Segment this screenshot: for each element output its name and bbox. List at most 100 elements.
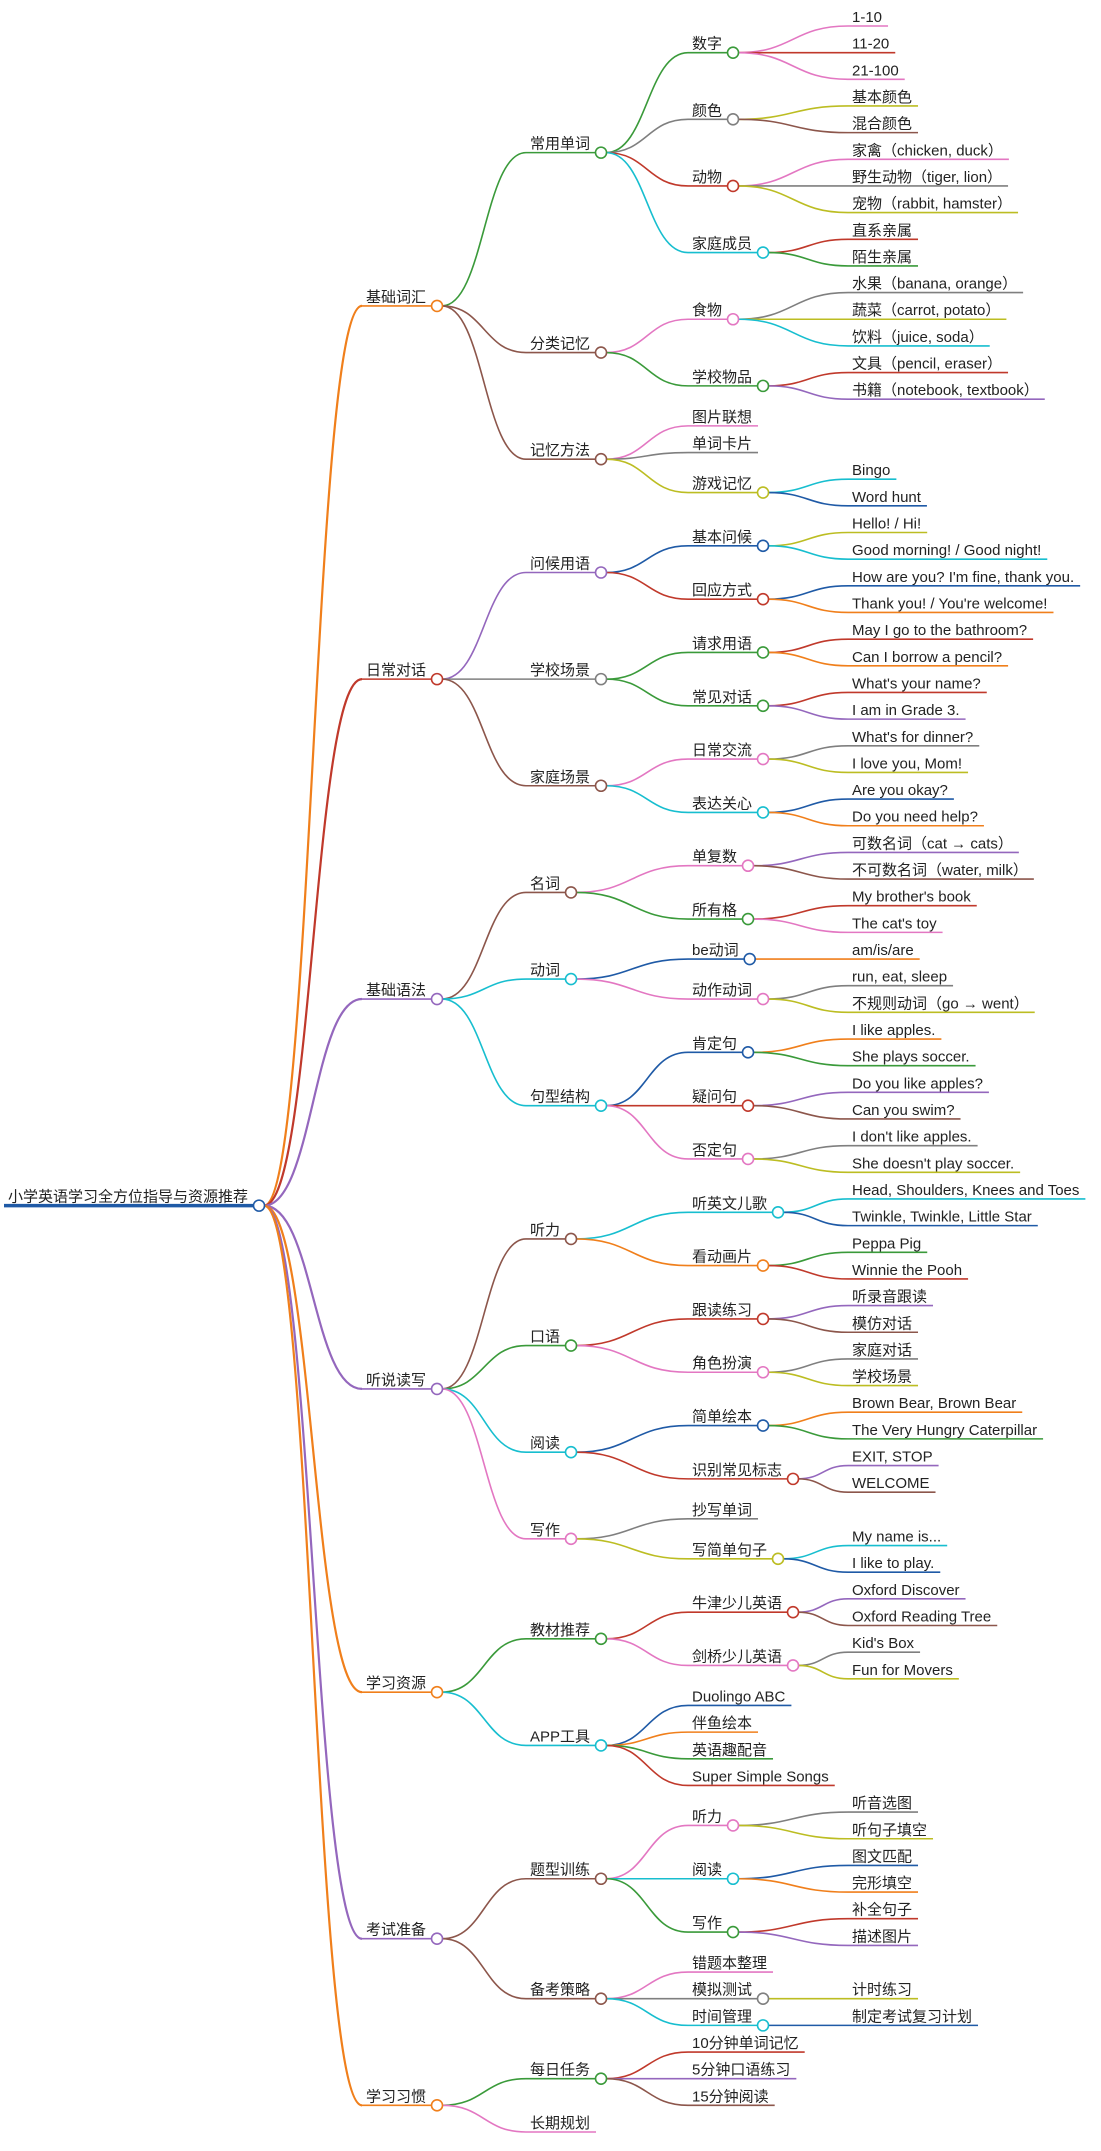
node-label: Twinkle, Twinkle, Little Star (852, 1209, 1032, 1226)
branch-connector (605, 51, 689, 154)
expand-toggle-icon[interactable] (756, 806, 770, 819)
branch-connector (768, 651, 849, 667)
expand-toggle-icon[interactable] (594, 146, 608, 159)
node-label: 疑问句 (692, 1089, 737, 1106)
node-label: She doesn't play soccer. (852, 1155, 1014, 1172)
expand-toggle-icon[interactable] (726, 179, 740, 193)
expand-toggle-icon[interactable] (756, 592, 770, 606)
expand-toggle-icon[interactable] (756, 1992, 770, 2006)
expand-toggle-icon[interactable] (594, 672, 608, 686)
expand-toggle-icon[interactable] (430, 672, 444, 686)
expand-toggle-icon[interactable] (756, 1365, 770, 1379)
node-label: 描述图片 (852, 1928, 912, 1945)
expand-toggle-icon[interactable] (756, 699, 770, 713)
expand-toggle-icon[interactable] (756, 1312, 770, 1326)
expand-toggle-icon[interactable] (564, 886, 578, 899)
expand-toggle-icon[interactable] (741, 1046, 755, 1059)
expand-toggle-icon[interactable] (756, 2019, 770, 2032)
branch-connector (441, 891, 527, 1000)
branch-connector (768, 1424, 849, 1440)
expand-toggle-icon[interactable] (756, 1419, 770, 1432)
mindmap-links (263, 25, 849, 2133)
expand-toggle-icon[interactable] (430, 992, 444, 1006)
node-label: 5分钟口语练习 (692, 2062, 790, 2079)
mindmap-node: 常用单词 (526, 136, 608, 159)
branch-connector (783, 1544, 849, 1560)
branch-connector (606, 458, 689, 494)
expand-toggle-icon[interactable] (726, 1872, 740, 1886)
expand-toggle-icon[interactable] (594, 1872, 608, 1886)
expand-toggle-icon[interactable] (771, 1205, 785, 1219)
expand-toggle-icon[interactable] (594, 1099, 608, 1112)
expand-toggle-icon[interactable] (771, 1552, 785, 1566)
expand-toggle-icon[interactable] (594, 2072, 608, 2085)
expand-toggle-icon[interactable] (564, 972, 578, 986)
expand-toggle-icon[interactable] (594, 779, 608, 793)
branch-connector (442, 1877, 527, 1940)
node-label: 动词 (530, 962, 560, 979)
expand-toggle-icon[interactable] (741, 1152, 755, 1166)
branch-connector (606, 1997, 689, 2027)
expand-toggle-icon[interactable] (741, 1099, 755, 1112)
expand-toggle-icon[interactable] (786, 1659, 800, 1672)
expand-toggle-icon[interactable] (726, 113, 740, 126)
expand-toggle-icon[interactable] (756, 752, 770, 766)
expand-toggle-icon[interactable] (756, 646, 770, 659)
expand-toggle-icon[interactable] (756, 486, 770, 499)
expand-toggle-icon[interactable] (564, 1232, 578, 1246)
mindmap-node: Word hunt (848, 489, 927, 507)
expand-toggle-icon[interactable] (430, 2099, 444, 2112)
expand-toggle-icon[interactable] (252, 1199, 266, 1212)
expand-toggle-icon[interactable] (594, 346, 608, 359)
node-label: 21-100 (852, 62, 899, 79)
mindmap-node: How are you? I'm fine, thank you. (848, 569, 1081, 587)
expand-toggle-icon[interactable] (564, 1532, 578, 1546)
expand-toggle-icon[interactable] (756, 1259, 770, 1272)
node-label: 动作动词 (692, 982, 752, 999)
mindmap-node: 识别常见标志 (688, 1462, 800, 1486)
expand-toggle-icon[interactable] (726, 46, 740, 59)
branch-connector (798, 1664, 849, 1680)
expand-toggle-icon[interactable] (741, 859, 755, 873)
mindmap-node: Can I borrow a pencil? (848, 649, 1009, 667)
expand-toggle-icon[interactable] (786, 1472, 800, 1486)
expand-toggle-icon[interactable] (786, 1605, 800, 1619)
expand-toggle-icon[interactable] (726, 1819, 740, 1832)
expand-toggle-icon[interactable] (743, 952, 756, 966)
branch-connector (263, 1204, 363, 1390)
expand-toggle-icon[interactable] (756, 539, 770, 553)
node-label: 识别常见标志 (692, 1462, 782, 1479)
branch-connector (576, 1211, 689, 1240)
mindmap-node: 阅读 (688, 1862, 740, 1886)
branch-connector (738, 1824, 849, 1840)
expand-toggle-icon[interactable] (726, 312, 740, 326)
expand-toggle-icon[interactable] (594, 452, 608, 466)
expand-toggle-icon[interactable] (756, 379, 770, 393)
node-label: 角色扮演 (692, 1355, 752, 1372)
expand-toggle-icon[interactable] (430, 1932, 444, 1946)
expand-toggle-icon[interactable] (726, 1925, 740, 1939)
branch-connector (798, 1598, 849, 1613)
expand-toggle-icon[interactable] (594, 1992, 608, 2006)
expand-toggle-icon[interactable] (594, 1739, 608, 1752)
branch-connector (606, 118, 689, 154)
expand-toggle-icon[interactable] (430, 1685, 444, 1699)
branch-connector (576, 1451, 689, 1480)
expand-toggle-icon[interactable] (594, 1632, 608, 1646)
node-label: 模仿对话 (852, 1315, 912, 1332)
expand-toggle-icon[interactable] (430, 1382, 444, 1396)
node-label: What's your name? (852, 675, 981, 692)
expand-toggle-icon[interactable] (564, 1339, 578, 1352)
expand-toggle-icon[interactable] (756, 246, 770, 259)
node-label: 不可数名词（water, milk） (852, 862, 1028, 879)
expand-toggle-icon[interactable] (430, 299, 444, 313)
branch-connector (576, 1238, 689, 1267)
mindmap-node: 混合颜色 (848, 116, 919, 134)
branch-connector (768, 1371, 849, 1387)
branch-connector (768, 385, 849, 401)
branch-connector (442, 305, 527, 354)
expand-toggle-icon[interactable] (594, 566, 608, 579)
expand-toggle-icon[interactable] (756, 992, 770, 1006)
expand-toggle-icon[interactable] (564, 1445, 578, 1459)
expand-toggle-icon[interactable] (741, 912, 755, 926)
